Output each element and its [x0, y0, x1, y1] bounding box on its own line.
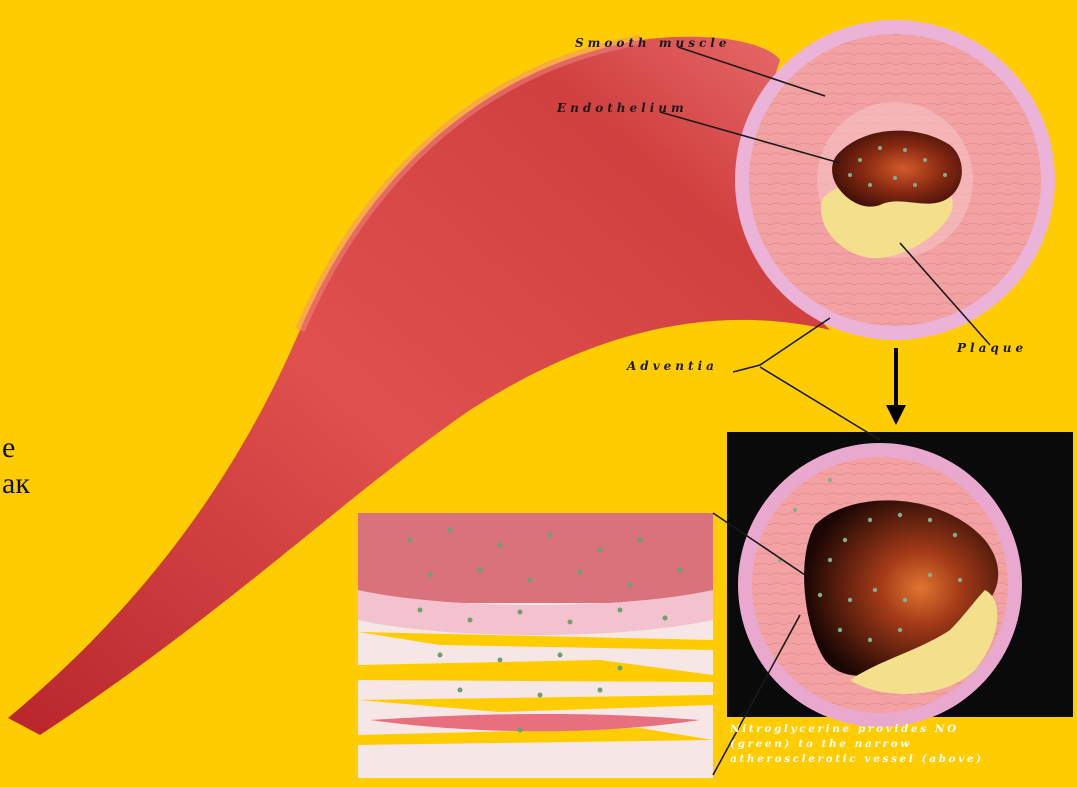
wall-magnification-panel: [358, 513, 713, 778]
label-smooth-muscle: Smooth muscle: [575, 36, 731, 50]
artery-cross-section-top: [735, 20, 1055, 340]
label-adventia: Adventia: [627, 359, 718, 373]
caption-line-3: atherosclerotic vessel (above): [730, 752, 1075, 767]
side-text-fragment-2: ак: [2, 466, 30, 502]
label-endothelium: Endothelium: [557, 101, 688, 115]
side-text-fragment-1: e: [2, 430, 15, 466]
caption-line-1: Nitroglycerine provides NO: [730, 722, 1075, 737]
figure-caption: Nitroglycerine provides NO (green) to th…: [730, 722, 1075, 767]
label-plaque: Plaque: [957, 341, 1027, 355]
artery-cross-section-bottom: [727, 432, 1073, 727]
caption-line-2: (green) to the narrow: [730, 737, 1075, 752]
down-arrow-icon: [886, 348, 906, 425]
